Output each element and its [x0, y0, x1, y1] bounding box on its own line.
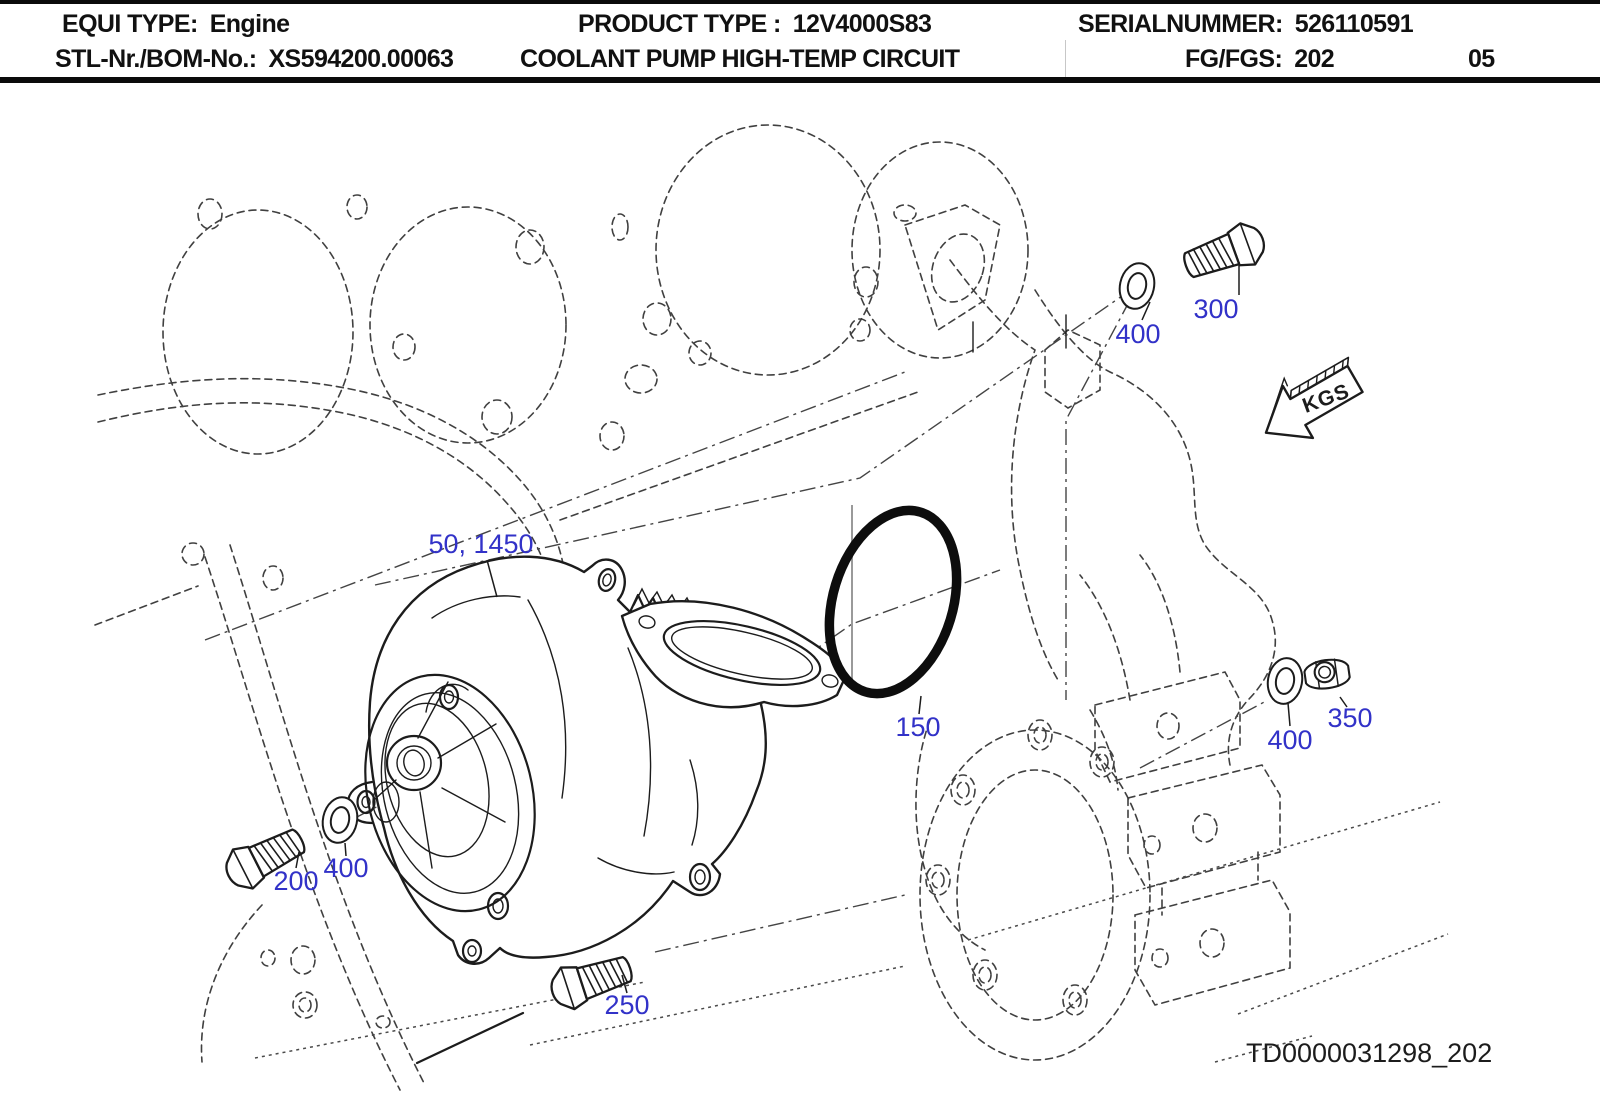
product-type-value: 12V4000S83 [792, 10, 932, 38]
serial-number-value: 526110591 [1294, 10, 1414, 38]
coolant-pump-assembly[interactable] [341, 555, 845, 965]
bom-number-field: STL-Nr./BOM-No.: XS594200.00063 [55, 45, 454, 74]
callout-350-nut[interactable]: 350 [1327, 703, 1372, 733]
drawing-number: TD0000031298_202 [1246, 1038, 1492, 1068]
outlet-flange[interactable] [620, 600, 845, 709]
callout-300-bolt[interactable]: 300 [1193, 294, 1238, 324]
washer-right[interactable] [1263, 654, 1307, 708]
o-ring-seal[interactable] [808, 495, 978, 710]
callout-200-bolt-left[interactable]: 200 [273, 866, 318, 896]
engine-block-hidden-lines [94, 124, 1449, 1091]
hex-nut-right[interactable] [1302, 656, 1352, 693]
fg-fgs-field: FG/FGS: 202 [1185, 45, 1335, 74]
callout-150-oring[interactable]: 150 [895, 712, 940, 742]
fg-fgs-value: 202 [1294, 45, 1335, 73]
title-block: EQUI TYPE: Engine PRODUCT TYPE : 12V4000S8… [0, 0, 1600, 83]
product-type-label: PRODUCT TYPE : [578, 10, 781, 38]
equi-type-value: Engine [209, 10, 290, 38]
callout-50-1450-pump[interactable]: 50, 1450 [428, 529, 533, 559]
washer-upper-right[interactable] [1114, 258, 1160, 314]
washer-left[interactable] [317, 792, 363, 848]
product-type-field: PRODUCT TYPE : 12V4000S83 [578, 10, 932, 39]
fg-fgs-label: FG/FGS: [1185, 45, 1283, 73]
mount-bolt-holes [925, 719, 1115, 1016]
equi-type-field: EQUI TYPE: Engine [62, 10, 290, 39]
top-border-line [0, 0, 1600, 4]
impeller-face [364, 673, 536, 913]
header-divider [1065, 40, 1066, 77]
serial-number-field: SERIALNUMMER: 526110591 [1078, 10, 1414, 39]
equi-type-label: EQUI TYPE: [62, 10, 198, 38]
serial-number-label: SERIALNUMMER: [1078, 10, 1283, 38]
casing-seams [431, 595, 699, 875]
pump-bolt-holes [346, 568, 712, 964]
callout-400-washer-right[interactable]: 400 [1267, 725, 1312, 755]
callout-400-washer-left[interactable]: 400 [323, 853, 368, 883]
callout-250-bolt-bottom[interactable]: 250 [604, 990, 649, 1020]
sheet-number: 05 [1468, 45, 1495, 73]
callout-400-washer-top[interactable]: 400 [1115, 319, 1160, 349]
bom-number-label: STL-Nr./BOM-No.: [55, 45, 257, 73]
header-bottom-rule [0, 77, 1600, 83]
kgs-arrow: KGS [1264, 356, 1364, 440]
hex-bolt-upper-right[interactable] [1177, 216, 1272, 289]
page-title: COOLANT PUMP HIGH-TEMP CIRCUIT [520, 45, 960, 73]
callout-leaders [295, 262, 1348, 994]
bom-number-value: XS594200.00063 [268, 45, 454, 73]
